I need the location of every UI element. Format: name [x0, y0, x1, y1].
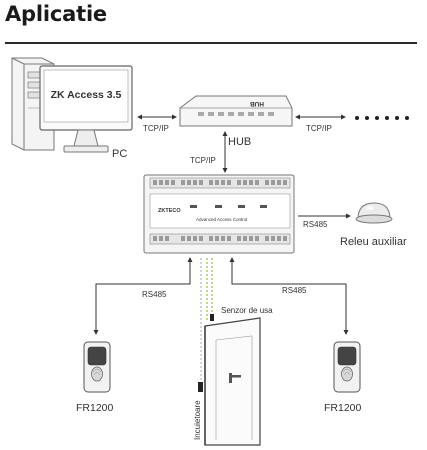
hub-device-text: HUB — [250, 100, 264, 107]
door-handle-plate — [229, 373, 232, 383]
panel-reader-right-link — [229, 257, 349, 335]
page-title: Aplicatie — [5, 2, 107, 26]
pc-hub-link-label: TCP/IP — [143, 124, 169, 133]
reader-right-label: FR1200 — [324, 402, 362, 414]
panel-relay-link-label: RS485 — [303, 220, 328, 229]
pc-monitor — [39, 65, 133, 153]
title-divider — [5, 42, 417, 44]
door-sensor-label: Senzor de usa — [221, 306, 273, 315]
hub-label: HUB — [228, 136, 251, 148]
relay-label: Releu auxiliar — [340, 236, 407, 248]
pc-computer: ZK Access 3.5 — [11, 57, 133, 153]
panel-reader-left-link — [93, 257, 193, 335]
pc-screen-text: ZK Access 3.5 — [51, 89, 122, 101]
lock-label: Incuietoare — [193, 400, 202, 440]
network-continuation-dots — [355, 116, 409, 120]
panel-caption: Advanced Access Control — [196, 217, 247, 222]
reader-left-label: FR1200 — [76, 402, 114, 414]
hub-device: HUB — [179, 95, 293, 127]
access-control-panel — [143, 174, 295, 254]
panel-reader-right-link-label: RS485 — [282, 286, 307, 295]
fr1200-reader-left — [83, 341, 111, 393]
electric-lock — [198, 382, 203, 392]
hub-panel-link-label: TCP/IP — [190, 156, 216, 165]
door — [204, 317, 261, 446]
hub-network-link-label: TCP/IP — [306, 124, 332, 133]
panel-reader-left-link-label: RS485 — [142, 290, 167, 299]
door-handle — [231, 375, 241, 378]
fr1200-reader-right — [333, 341, 361, 393]
panel-brand: ZKTECO — [158, 208, 181, 214]
door-sensor — [210, 314, 214, 321]
auxiliary-relay — [355, 202, 393, 224]
pc-label: PC — [112, 148, 127, 160]
